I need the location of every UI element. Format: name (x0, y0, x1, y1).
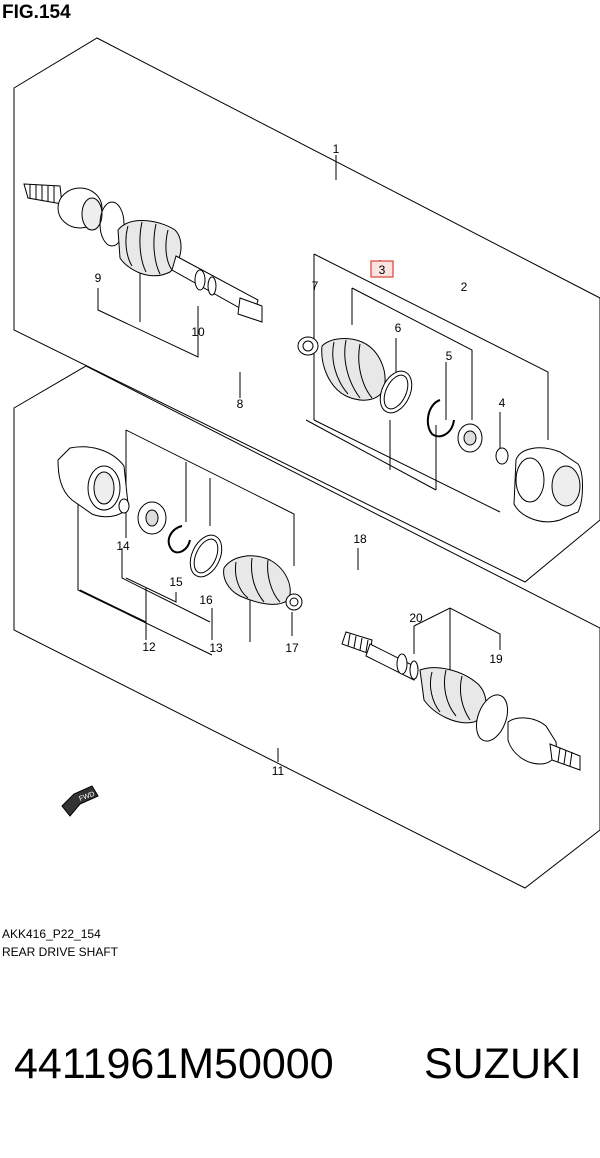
brand-name: SUZUKI (424, 1040, 582, 1088)
fwd-arrow-icon: FWD (61, 785, 99, 817)
callout-labels: 1 2 3 4 5 6 7 8 9 10 11 12 13 14 15 16 1… (95, 142, 506, 778)
callout-9: 9 (95, 271, 102, 285)
callout-14: 14 (116, 539, 130, 553)
callout-10: 10 (191, 325, 205, 339)
outer-joint-parts (57, 446, 303, 611)
callout-7: 7 (312, 279, 319, 293)
callout-15: 15 (169, 575, 183, 589)
callout-5: 5 (446, 349, 453, 363)
figure-title: FIG.154 (2, 2, 71, 23)
part-4-ring (495, 447, 509, 465)
bracket-2 (351, 287, 473, 420)
part-19-clamp (475, 694, 509, 742)
callout-2: 2 (461, 280, 468, 294)
bracket-3 (313, 253, 549, 513)
callout-3: 3 (379, 263, 386, 277)
callout-4: 4 (499, 396, 506, 410)
upper-drive-shaft (23, 183, 263, 323)
callout-16: 16 (199, 593, 213, 607)
part-number: 4411961M50000 (14, 1040, 334, 1088)
highlight-box-3 (370, 260, 394, 278)
callout-6: 6 (395, 321, 402, 335)
lower-boot (223, 555, 291, 605)
callout-18: 18 (353, 532, 367, 546)
callout-1: 1 (333, 142, 340, 156)
callout-20: 20 (409, 611, 423, 625)
lower-drive-shaft (341, 631, 581, 771)
diagram-caption: REAR DRIVE SHAFT (2, 945, 119, 959)
lower-assembly-frame (13, 365, 600, 889)
part-3-boot (321, 338, 386, 401)
callout-8: 8 (237, 397, 244, 411)
part-14-ring (118, 498, 130, 514)
callout-19: 19 (489, 652, 503, 666)
callout-12: 12 (142, 640, 156, 654)
callout-11: 11 (272, 764, 285, 778)
diagram-code: AKK416_P22_154 (2, 927, 101, 941)
part-15-snapring (167, 525, 191, 554)
part-5-snapring (426, 399, 455, 438)
callout-13: 13 (209, 641, 223, 655)
inner-joint-parts (297, 336, 583, 523)
callout-17: 17 (285, 641, 299, 655)
upper-assembly-frame (13, 37, 600, 583)
